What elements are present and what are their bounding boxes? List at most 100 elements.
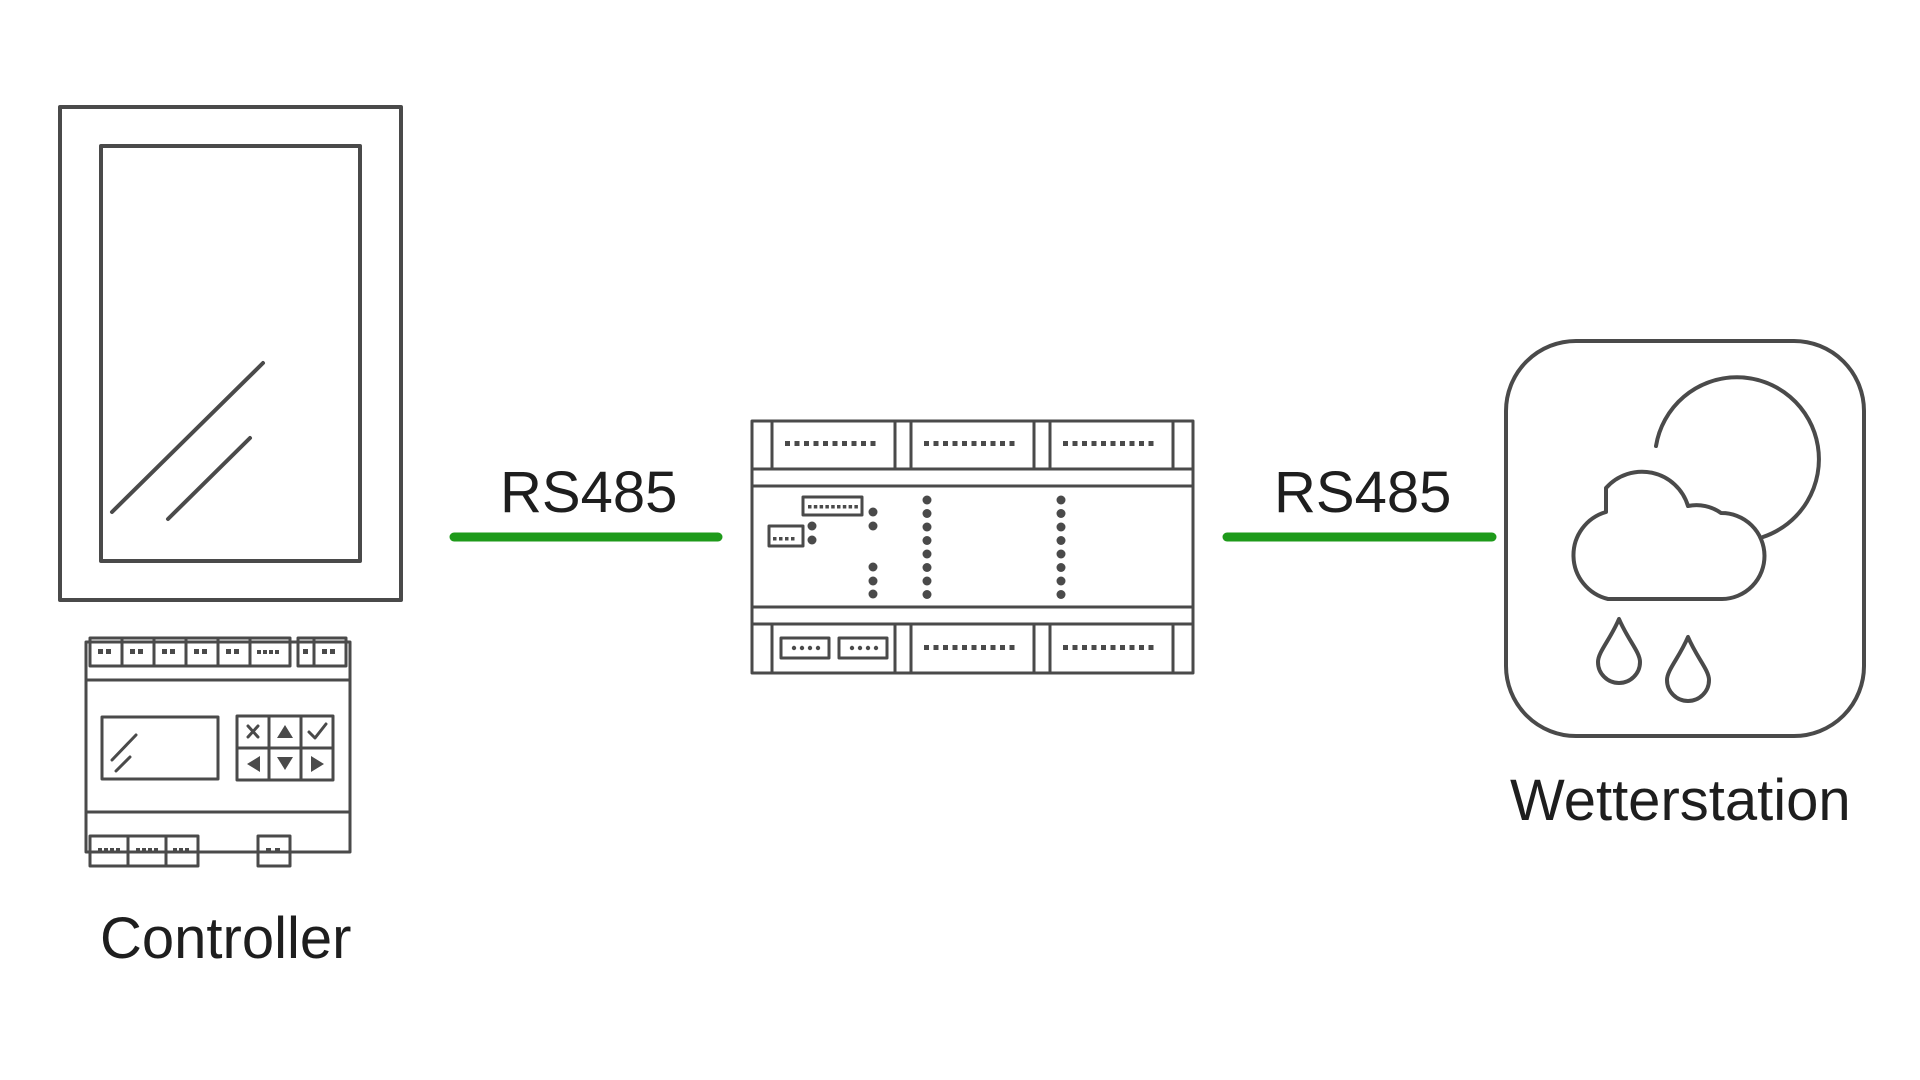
terminal-pin [1009, 441, 1015, 446]
confirm-key-icon [307, 722, 328, 740]
status-led [1056, 563, 1066, 572]
terminal-pin [924, 441, 929, 446]
terminal-pin [1139, 441, 1144, 446]
status-led [922, 576, 932, 586]
terminal-pin [813, 505, 818, 509]
terminal-pin [870, 441, 876, 446]
touch-panel-icon [58, 105, 403, 602]
terminal-pin [823, 441, 828, 446]
status-led [922, 536, 932, 545]
cancel-key-icon [246, 724, 260, 739]
din-io-module-icon [750, 419, 1195, 675]
terminal-pin [825, 505, 829, 509]
terminal-pin [990, 441, 996, 446]
terminal-pin [1063, 645, 1068, 650]
status-led [1056, 576, 1066, 586]
terminal-pin [1082, 645, 1087, 650]
terminal-pin [831, 505, 835, 509]
controller-label: Controller [100, 906, 352, 971]
terminal-pin [1120, 645, 1125, 650]
status-led [868, 521, 878, 531]
status-led [922, 495, 932, 505]
terminal-pin [791, 537, 795, 541]
status-led [922, 563, 932, 572]
terminal-pin [794, 441, 800, 446]
terminal-pin [943, 441, 948, 446]
terminal-pin [848, 505, 853, 509]
terminal-pin [1009, 645, 1015, 650]
terminal-pin [813, 441, 819, 446]
terminal-pin [1101, 645, 1106, 650]
terminal-pin [943, 645, 948, 650]
terminal-pin [933, 645, 939, 650]
status-led [807, 535, 817, 545]
terminal-pin [971, 441, 977, 446]
terminal-pin [971, 645, 977, 650]
terminal-pin [981, 441, 986, 446]
terminal-pin [837, 505, 841, 509]
terminal-pin [1072, 441, 1078, 446]
left-key-icon [247, 756, 260, 772]
terminal-pin [952, 441, 958, 446]
status-led [868, 576, 878, 586]
rs485-label-left: RS485 [500, 460, 678, 525]
terminal-pin [1082, 441, 1087, 446]
terminal-pin [933, 441, 939, 446]
terminal-pin [962, 441, 967, 446]
status-led [1056, 522, 1066, 532]
status-led [1056, 509, 1066, 518]
right-key-icon [311, 756, 324, 772]
terminal-pin [1000, 645, 1005, 650]
status-led [922, 509, 932, 518]
terminal-pin [779, 537, 783, 541]
status-led [868, 507, 878, 517]
terminal-pin [861, 441, 866, 446]
terminal-pin [1129, 441, 1135, 446]
terminal-pin [808, 505, 812, 509]
terminal-pin [1072, 645, 1078, 650]
terminal-pin [854, 505, 858, 509]
status-led [922, 522, 932, 532]
terminal-pin [952, 645, 958, 650]
terminal-pin [1129, 645, 1135, 650]
cloud-sun-rain-icon [1504, 339, 1866, 738]
terminal-pin [804, 441, 809, 446]
terminal-pin [1148, 441, 1154, 446]
status-led [1056, 536, 1066, 545]
status-led [1056, 549, 1066, 559]
terminal-pin [1101, 441, 1106, 446]
status-led [868, 589, 878, 599]
terminal-pin [1063, 441, 1068, 446]
rs485-label-right: RS485 [1274, 460, 1452, 525]
terminal-pin [832, 441, 838, 446]
terminal-pin [1120, 441, 1125, 446]
terminal-pin [785, 441, 790, 446]
terminal-pin [851, 441, 857, 446]
status-led [1056, 495, 1066, 505]
terminal-pin [981, 645, 986, 650]
terminal-pin [1110, 441, 1116, 446]
terminal-pin [1091, 645, 1097, 650]
terminal-pin [1139, 645, 1144, 650]
status-led [1056, 590, 1066, 599]
status-led [868, 562, 878, 572]
bottom-terminal-block [88, 834, 292, 868]
terminal-pin [773, 537, 777, 541]
keypad [235, 714, 335, 782]
weather-station-label: Wetterstation [1510, 768, 1851, 833]
terminal-pin [990, 645, 996, 650]
status-led [922, 549, 932, 559]
terminal-pin [842, 505, 847, 509]
terminal-pin [1000, 441, 1005, 446]
terminal-pin [1110, 645, 1116, 650]
terminal-pin [785, 537, 789, 541]
terminal-pin [1091, 441, 1097, 446]
terminal-pin [819, 505, 824, 509]
top-terminal-block [88, 636, 348, 668]
terminal-pin [1148, 645, 1154, 650]
status-led [922, 590, 932, 599]
terminal-pin [842, 441, 847, 446]
status-led [807, 521, 817, 531]
terminal-pin [962, 645, 967, 650]
